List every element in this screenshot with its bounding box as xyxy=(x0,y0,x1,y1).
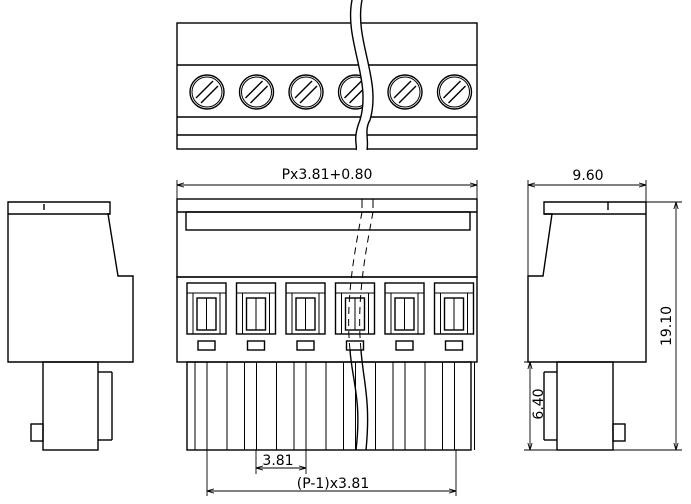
depth-dimension: 9.60 xyxy=(527,168,647,276)
pin-leg xyxy=(392,362,426,450)
right-side-view xyxy=(527,201,647,451)
pitch-label: 3.81 xyxy=(262,453,293,469)
screw xyxy=(238,74,275,110)
overall-width-label: Px3.81+0.80 xyxy=(282,167,373,183)
depth-label: 9.60 xyxy=(572,168,603,184)
pin-span-dimension: (P-1)x3.81 xyxy=(206,450,457,496)
contact-cell xyxy=(186,282,227,351)
overall-width-dimension: Px3.81+0.80 xyxy=(176,167,478,199)
front-view xyxy=(176,198,478,451)
left-side-view xyxy=(7,201,134,451)
contact-cell xyxy=(334,282,376,351)
pin-leg xyxy=(244,362,277,450)
contact-cell xyxy=(433,282,475,351)
contact-row xyxy=(186,282,475,351)
pin-leg xyxy=(442,362,475,450)
screw xyxy=(189,74,225,110)
screw xyxy=(387,74,423,110)
top-view xyxy=(176,0,478,151)
pin-row xyxy=(194,362,475,450)
screw-row xyxy=(189,74,473,110)
screw xyxy=(436,74,473,110)
pin-span-label: (P-1)x3.81 xyxy=(297,476,369,492)
wire xyxy=(350,0,374,150)
pin-length-dimension: 6.40 xyxy=(524,361,557,451)
height-dimension: 19.10 xyxy=(613,201,682,451)
height-label: 19.10 xyxy=(659,306,675,346)
pin-leg xyxy=(194,362,228,450)
contact-cell xyxy=(235,282,277,351)
pitch-dimension: 3.81 xyxy=(255,450,307,474)
pin-leg xyxy=(343,362,376,450)
screw xyxy=(288,74,324,110)
pin-leg xyxy=(293,362,327,450)
pin-length-label: 6.40 xyxy=(531,388,547,419)
contact-cell xyxy=(285,282,326,351)
contact-cell xyxy=(384,282,425,351)
